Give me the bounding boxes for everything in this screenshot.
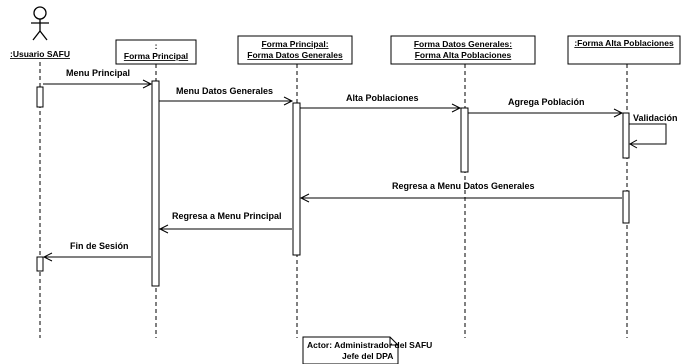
message-regresa-menu-principal (158, 224, 292, 234)
object-title-line2: Forma Alta Poblaciones (415, 50, 512, 60)
message-label: Alta Poblaciones (346, 93, 419, 103)
message-validacion-self (628, 123, 667, 149)
message-label: Menu Principal (66, 68, 130, 78)
actor-head-icon (33, 6, 47, 20)
message-label: Regresa a Menu Datos Generales (392, 181, 535, 191)
object-title-line1: : (155, 41, 158, 51)
message-label: Regresa a Menu Principal (172, 211, 282, 221)
note-line1: Actor: Administrador del SAFU (307, 340, 432, 350)
message-alta-poblaciones (300, 103, 462, 113)
activation-forma-alta-poblaciones-1 (622, 112, 630, 159)
activation-forma-alta-poblaciones-2 (622, 190, 630, 224)
message-regresa-menu-datos-generales (299, 193, 622, 203)
message-label: Validación (633, 113, 678, 123)
message-agrega-poblacion (468, 108, 624, 118)
object-title-line2: Forma Datos Generales (247, 50, 343, 60)
object-title-line1: Forma Principal: (261, 39, 328, 49)
activation-forma-datos-generales (292, 102, 301, 256)
message-label: Agrega Población (508, 97, 585, 107)
activation-actor-2 (36, 256, 44, 272)
object-forma-principal: : Forma Principal (115, 39, 197, 65)
activation-actor-1 (36, 86, 44, 108)
object-title-line2: Forma Principal (124, 51, 188, 61)
object-forma-datos-generales: Forma Principal: Forma Datos Generales (237, 35, 353, 65)
object-forma-alta-poblaciones-detail: Forma Datos Generales: Forma Alta Poblac… (390, 35, 536, 65)
message-menu-datos-generales (159, 96, 294, 106)
message-label: Menu Datos Generales (176, 86, 273, 96)
activation-forma-principal (151, 80, 160, 287)
actor-figure (31, 6, 49, 41)
activation-forma-datos-alta (460, 107, 469, 173)
note-line2: Jefe del DPA (342, 351, 393, 361)
object-title-line1: :Forma Alta Poblaciones (574, 38, 674, 48)
object-forma-alta-poblaciones: :Forma Alta Poblaciones (567, 35, 681, 65)
object-title-line1: Forma Datos Generales: (414, 39, 512, 49)
message-menu-principal (43, 79, 153, 89)
message-fin-de-sesion (42, 252, 151, 262)
activation-bars (36, 80, 630, 287)
actor-label: :Usuario SAFU (10, 49, 70, 59)
message-label: Fin de Sesión (70, 241, 129, 251)
actor-note: Actor: Administrador del SAFU Jefe del D… (302, 336, 432, 364)
